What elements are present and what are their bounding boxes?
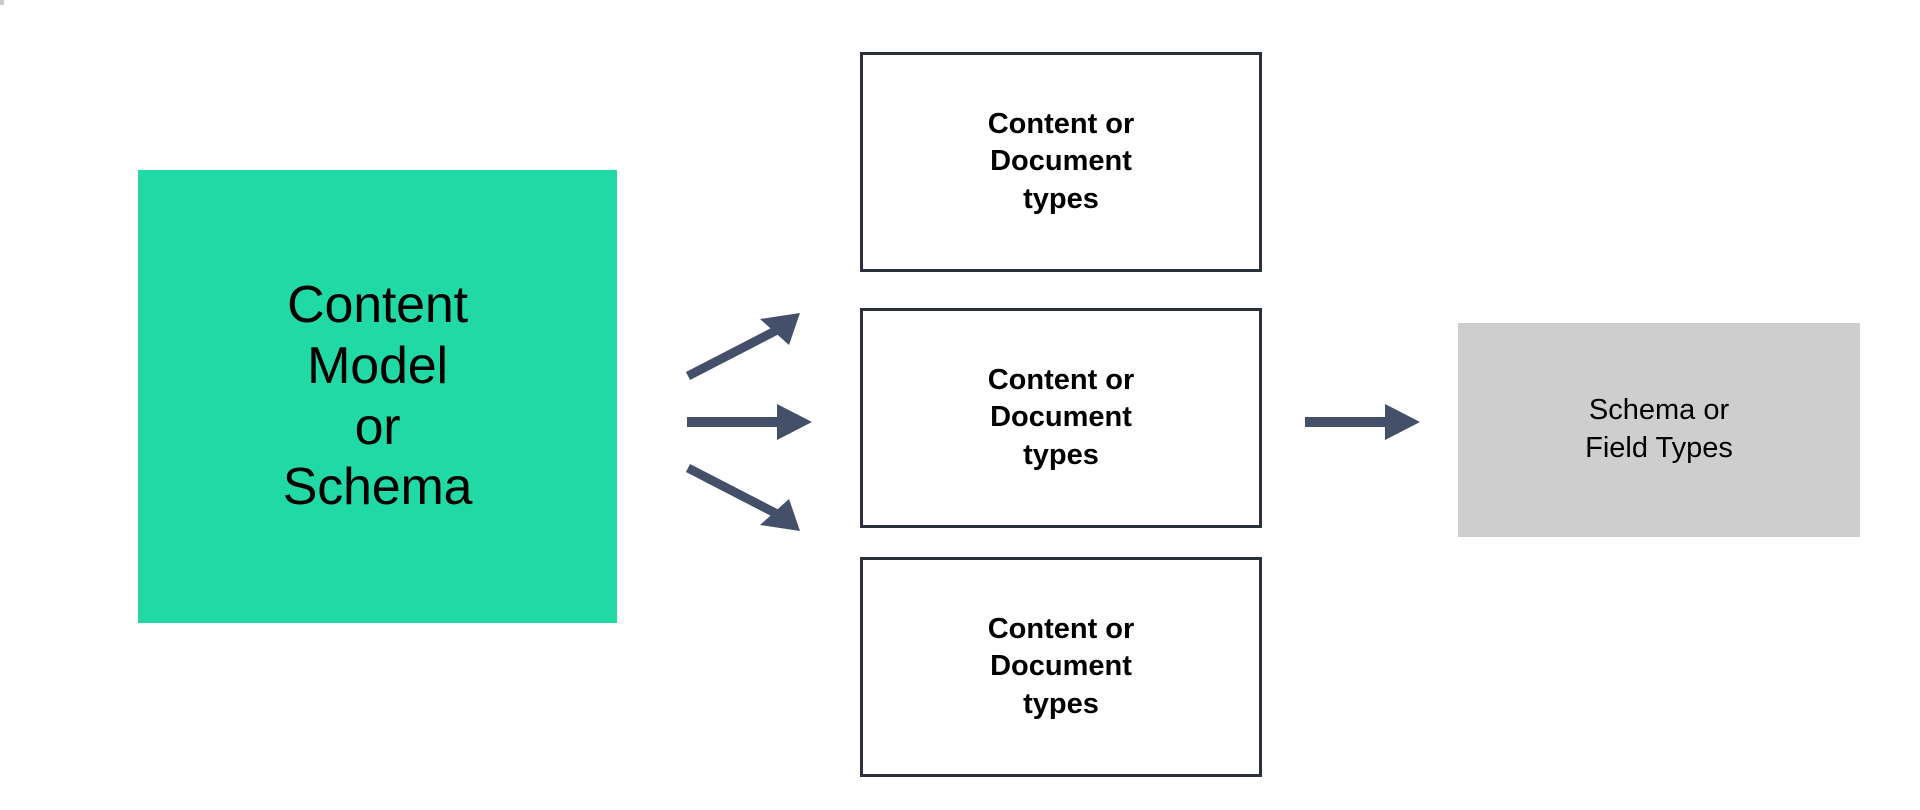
corner-artifact-mark xyxy=(0,0,4,5)
content-type-node-1[interactable]: Content or Document types xyxy=(860,52,1262,272)
arrow-type-2-to-schema-icon xyxy=(1305,404,1420,440)
arrow-model-to-type-2-icon xyxy=(687,404,812,440)
content-type-node-2[interactable]: Content or Document types xyxy=(860,308,1262,528)
content-model-node[interactable]: Content Model or Schema xyxy=(138,170,617,623)
content-type-node-1-label: Content or Document types xyxy=(987,108,1135,215)
schema-field-types-node-label: Schema or Field Types xyxy=(1585,394,1733,464)
content-type-node-3-label: Content or Document types xyxy=(987,613,1135,720)
content-type-node-2-label: Content or Document types xyxy=(987,364,1135,471)
content-model-node-label: Content Model or Schema xyxy=(282,275,473,517)
arrow-model-to-type-1-icon xyxy=(685,313,800,380)
content-type-node-3[interactable]: Content or Document types xyxy=(860,557,1262,777)
schema-field-types-node[interactable]: Schema or Field Types xyxy=(1458,323,1860,537)
arrow-model-to-type-3-icon xyxy=(685,464,800,531)
